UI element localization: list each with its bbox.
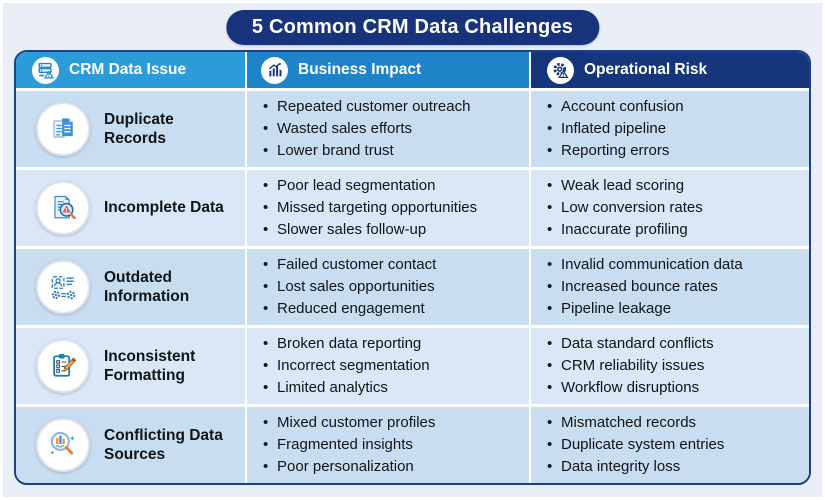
bullet-item: Invalid communication data	[545, 254, 743, 276]
gear-alert-icon	[547, 56, 574, 84]
issue-label: Inconsistent Formatting	[104, 347, 196, 384]
bullet-item: Duplicate system entries	[545, 434, 724, 456]
bullet-item: Lower brand trust	[261, 140, 470, 162]
business-impact-cell: Repeated customer outreach Wasted sales …	[247, 91, 529, 167]
bullet-item: Pipeline leakage	[545, 298, 743, 320]
bullet-item: Low conversion rates	[545, 197, 703, 219]
issue-cell: Conflicting Data Sources	[16, 407, 245, 483]
issue-cell: Outdated Information	[16, 249, 245, 325]
page-title: 5 Common CRM Data Challenges	[225, 10, 600, 45]
column-header-crm-data-issue: CRM Data Issue	[16, 52, 245, 88]
operational-risk-cell: Data standard conflicts CRM reliability …	[531, 328, 809, 404]
bullet-list: Data standard conflicts CRM reliability …	[545, 333, 714, 399]
bullet-item: Data integrity loss	[545, 456, 724, 478]
bullet-item: Wasted sales efforts	[261, 118, 470, 140]
bullet-item: Lost sales opportunities	[261, 276, 436, 298]
column-header-operational-risk: Operational Risk	[531, 52, 809, 88]
business-impact-cell: Failed customer contact Lost sales oppor…	[247, 249, 529, 325]
bullet-item: Failed customer contact	[261, 254, 436, 276]
issue-label: Conflicting Data Sources	[104, 426, 223, 463]
magnifier-chart-icon	[36, 418, 90, 472]
business-impact-cell: Broken data reporting Incorrect segmenta…	[247, 328, 529, 404]
operational-risk-cell: Weak lead scoring Low conversion rates I…	[531, 170, 809, 246]
bullet-list: Broken data reporting Incorrect segmenta…	[261, 333, 430, 399]
bullet-list: Invalid communication data Increased bou…	[545, 254, 743, 320]
bullet-list: Account confusion Inflated pipeline Repo…	[545, 96, 684, 162]
bullet-item: Poor personalization	[261, 456, 435, 478]
business-impact-cell: Mixed customer profiles Fragmented insig…	[247, 407, 529, 483]
bullet-item: Poor lead segmentation	[261, 175, 477, 197]
column-header-label: CRM Data Issue	[69, 61, 187, 78]
contact-card-gears-icon	[36, 260, 90, 314]
bullet-list: Mixed customer profiles Fragmented insig…	[261, 412, 435, 478]
bullet-item: Mismatched records	[545, 412, 724, 434]
issue-cell: Inconsistent Formatting	[16, 328, 245, 404]
bullet-item: Incorrect segmentation	[261, 355, 430, 377]
operational-risk-cell: Account confusion Inflated pipeline Repo…	[531, 91, 809, 167]
bar-chart-icon	[261, 56, 288, 84]
bullet-list: Mismatched records Duplicate system entr…	[545, 412, 724, 478]
bullet-item: Fragmented insights	[261, 434, 435, 456]
bullet-item: Repeated customer outreach	[261, 96, 470, 118]
crm-challenges-table: CRM Data Issue Business Impa	[14, 50, 811, 485]
duplicate-documents-icon	[36, 102, 90, 156]
business-impact-cell: Poor lead segmentation Missed targeting …	[247, 170, 529, 246]
operational-risk-cell: Invalid communication data Increased bou…	[531, 249, 809, 325]
bullet-list: Weak lead scoring Low conversion rates I…	[545, 175, 703, 241]
column-header-business-impact: Business Impact	[247, 52, 529, 88]
bullet-list: Failed customer contact Lost sales oppor…	[261, 254, 436, 320]
table-row-outdated-information: Outdated Information Failed customer con…	[16, 249, 809, 325]
issue-cell: Duplicate Records	[16, 91, 245, 167]
table-row-incomplete-data: Incomplete Data Poor lead segmentation M…	[16, 170, 809, 246]
bullet-item: Workflow disruptions	[545, 377, 714, 399]
column-header-label: Business Impact	[298, 61, 422, 78]
issue-cell: Incomplete Data	[16, 170, 245, 246]
document-magnifier-alert-icon	[36, 181, 90, 235]
bullet-item: Missed targeting opportunities	[261, 197, 477, 219]
clipboard-pencil-icon	[36, 339, 90, 393]
table-row-conflicting-data-sources: Conflicting Data Sources Mixed customer …	[16, 407, 809, 483]
bullet-item: Inflated pipeline	[545, 118, 684, 140]
database-alert-icon	[32, 56, 59, 84]
bullet-item: Increased bounce rates	[545, 276, 743, 298]
bullet-item: CRM reliability issues	[545, 355, 714, 377]
bullet-list: Poor lead segmentation Missed targeting …	[261, 175, 477, 241]
bullet-item: Weak lead scoring	[545, 175, 703, 197]
bullet-item: Reduced engagement	[261, 298, 436, 320]
bullet-item: Data standard conflicts	[545, 333, 714, 355]
bullet-item: Slower sales follow-up	[261, 219, 477, 241]
issue-label: Incomplete Data	[104, 199, 224, 217]
operational-risk-cell: Mismatched records Duplicate system entr…	[531, 407, 809, 483]
bullet-item: Account confusion	[545, 96, 684, 118]
table-row-inconsistent-formatting: Inconsistent Formatting Broken data repo…	[16, 328, 809, 404]
bullet-item: Inaccurate profiling	[545, 219, 703, 241]
bullet-item: Broken data reporting	[261, 333, 430, 355]
bullet-item: Mixed customer profiles	[261, 412, 435, 434]
issue-label: Duplicate Records	[104, 110, 174, 147]
bullet-item: Reporting errors	[545, 140, 684, 162]
issue-label: Outdated Information	[104, 268, 190, 305]
column-header-label: Operational Risk	[584, 61, 708, 78]
table-header-row: CRM Data Issue Business Impa	[16, 52, 809, 88]
bullet-list: Repeated customer outreach Wasted sales …	[261, 96, 470, 162]
bullet-item: Limited analytics	[261, 377, 430, 399]
table-row-duplicate-records: Duplicate Records Repeated customer outr…	[16, 91, 809, 167]
